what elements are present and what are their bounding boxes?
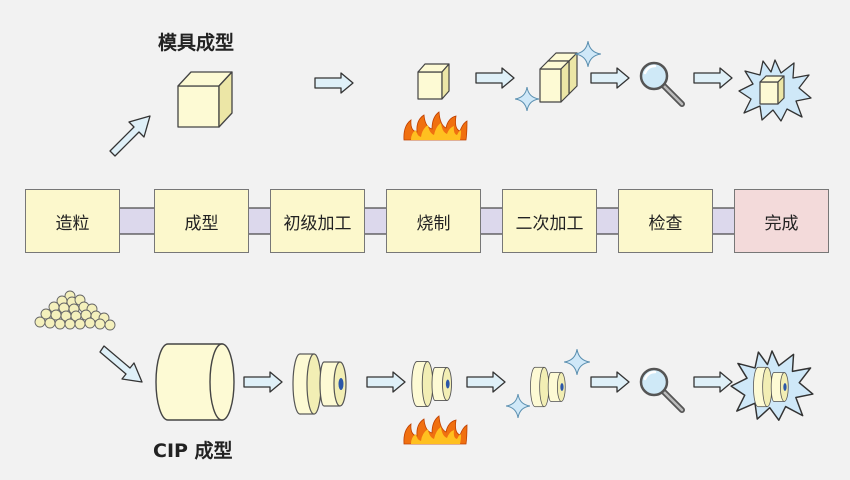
sparkle-icon [574,40,602,68]
granule-pile-icon [34,290,116,331]
cip-forming-label: CIP 成型 [153,440,233,462]
arrow-icon [466,371,506,393]
mold-cube-icon [177,71,233,128]
sparkle-icon [514,86,540,112]
step-primary-machining: 初级加工 [270,189,365,253]
arrow-icon [693,67,733,89]
step-complete: 完成 [734,189,829,253]
flame-icon [403,415,468,445]
step-secondary-machining: 二次加工 [502,189,597,253]
cip-cylinder-icon [155,343,235,421]
arrow-icon [366,371,406,393]
cylinder-bar-icon [530,366,566,408]
machined-cube-icon [539,52,578,103]
long-arrow-icon [313,72,355,94]
arrow-icon [693,371,733,393]
step-firing: 烧制 [386,189,481,253]
arrow-icon [590,67,630,89]
cylinder-bar-icon [753,366,789,408]
magnifier-icon [641,369,682,410]
mold-forming-label: 模具成型 [158,32,235,54]
cylinder-bar-icon [292,353,347,415]
flame-icon [403,111,468,141]
diagonal-arrow-icon [99,345,143,383]
diagonal-arrow-icon [109,115,151,157]
sparkle-icon [563,348,591,376]
step-forming: 成型 [154,189,249,253]
magnifier-icon [641,63,682,104]
arrow-icon [475,67,515,89]
cylinder-bar-icon [411,361,452,407]
finished-cube-icon [759,75,785,105]
step-granulation: 造粒 [25,189,120,253]
step-inspection: 检查 [618,189,713,253]
arrow-icon [590,371,630,393]
sparkle-icon [505,393,531,419]
arrow-icon [243,371,283,393]
small-cube-icon [417,63,450,100]
